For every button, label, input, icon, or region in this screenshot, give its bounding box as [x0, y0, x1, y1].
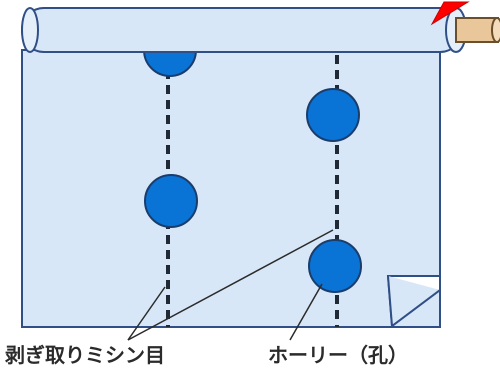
leader-hole	[289, 283, 323, 341]
hole-right-top	[306, 88, 360, 142]
roll-body	[21, 7, 463, 53]
roll-left-end	[21, 7, 39, 53]
leader-perforation-right	[127, 229, 334, 341]
perforation-label: 剥ぎ取りミシン目	[5, 343, 165, 367]
hole-left-middle	[144, 174, 198, 228]
hole-label: ホーリー（孔）	[268, 343, 408, 367]
peeled-corner-fold	[387, 275, 441, 328]
roll-core-end	[491, 17, 500, 43]
leader-perforation-left	[127, 286, 166, 341]
hole-right-bottom	[308, 239, 362, 293]
red-arrow-icon	[430, 1, 470, 26]
sheet-panel	[21, 49, 441, 328]
